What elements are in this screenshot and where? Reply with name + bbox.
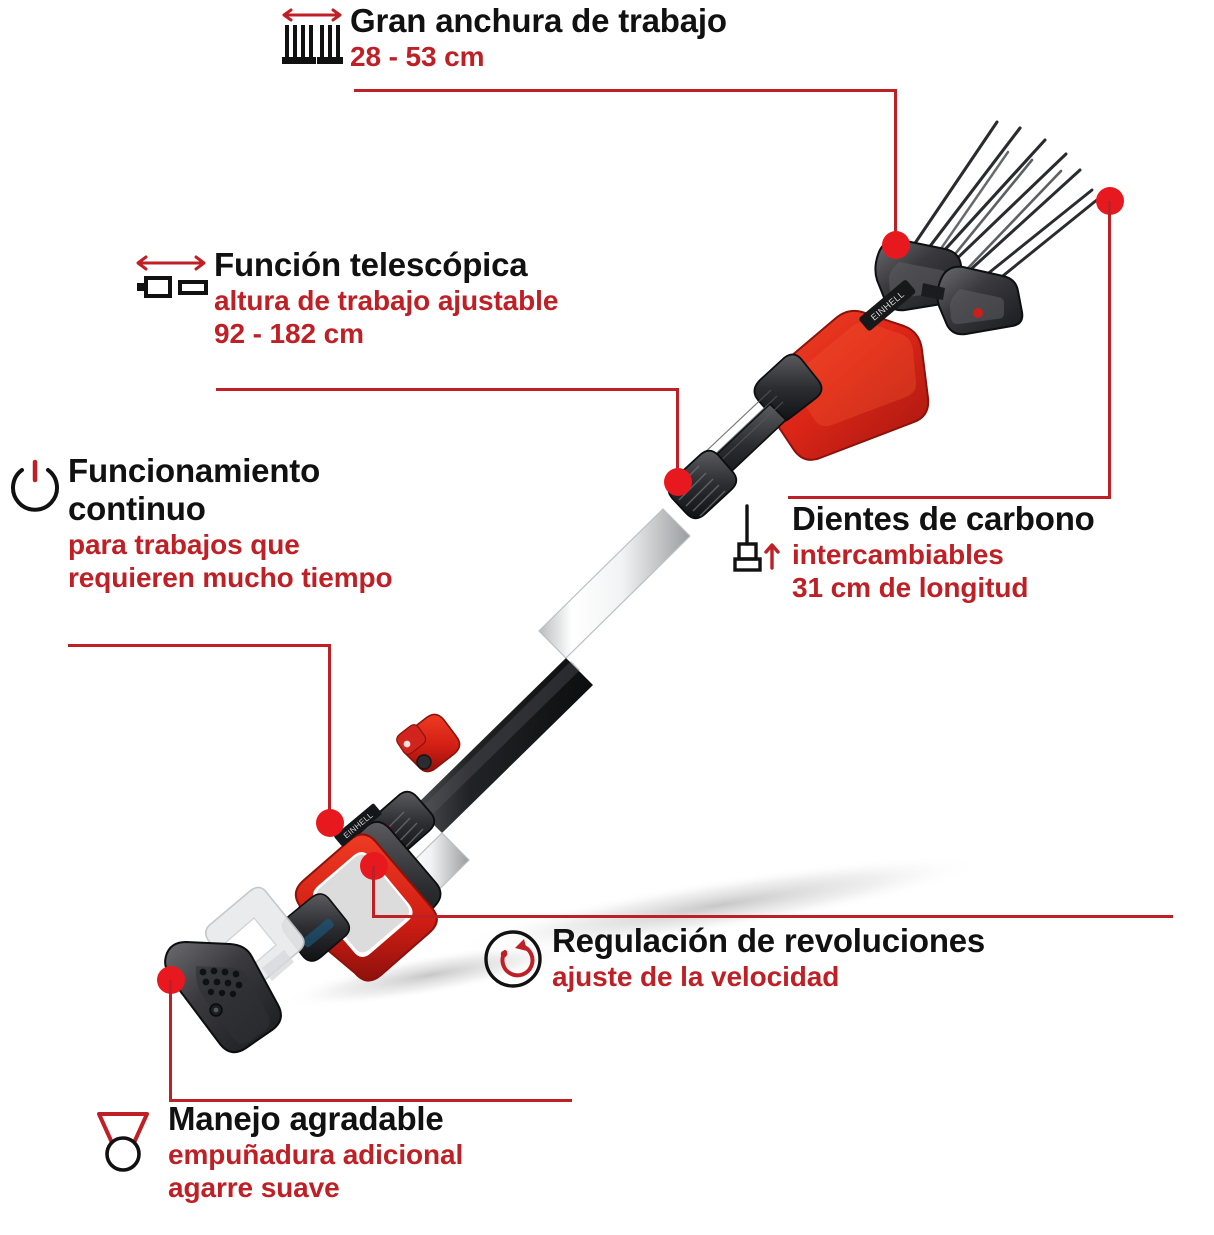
connector-line [169, 1099, 572, 1102]
callout-title-line1: Funcionamiento [68, 452, 321, 489]
callout-dot [664, 468, 692, 496]
svg-text:EINHELL: EINHELL [342, 810, 375, 840]
connector-line [894, 89, 897, 241]
connector-line [372, 866, 375, 917]
svg-text:EINHELL: EINHELL [869, 289, 906, 323]
power-icon [6, 452, 68, 522]
callout-title: Gran anchura de trabajo [350, 2, 727, 39]
connector-line [372, 915, 1173, 918]
callout-subtitle-2: agarre suave [168, 1172, 340, 1203]
callout-title: Función telescópica [214, 246, 528, 283]
connector-line [354, 89, 897, 92]
callout-working-width: Gran anchura de trabajo 28 - 53 cm [278, 2, 727, 73]
callout-dot [316, 809, 344, 837]
callout-subtitle-2: 31 cm de longitud [792, 572, 1029, 603]
callout-comfortable-handling: Manejo agradable empuñadura adicional ag… [90, 1100, 463, 1204]
connector-line [328, 644, 331, 817]
telescopic-icon [132, 246, 214, 304]
callout-title: Regulación de revoluciones [552, 922, 986, 959]
callout-continuous-operation: Funcionamiento continuo para trabajos qu… [6, 452, 393, 594]
pivot-joint [396, 713, 461, 773]
callout-subtitle: empuñadura adicional [168, 1139, 464, 1170]
callout-subtitle: 28 - 53 cm [350, 41, 485, 72]
connector-line [169, 980, 172, 1101]
callout-subtitle-2: 92 - 182 cm [214, 318, 364, 349]
callout-subtitle: altura de trabajo ajustable [214, 285, 559, 316]
callout-dot [882, 231, 910, 259]
callout-subtitle-2: requieren mucho tiempo [68, 562, 393, 593]
callout-speed-control: Regulación de revoluciones ajuste de la … [482, 922, 985, 993]
callout-subtitle: para trabajos que [68, 529, 300, 560]
auxiliary-grip [164, 940, 282, 1054]
connector-line [1108, 201, 1111, 499]
callout-carbon-teeth: Dientes de carbono intercambiables 31 cm… [730, 500, 1095, 604]
connector-line [788, 496, 1111, 499]
callout-telescopic: Función telescópica altura de trabajo aj… [132, 246, 558, 350]
rake-width-icon [278, 2, 350, 70]
motor-housing: EINHELL [753, 280, 930, 461]
rotation-icon [482, 922, 552, 992]
connector-line [68, 644, 331, 647]
battery-slot [204, 886, 305, 989]
callout-subtitle: intercambiables [792, 539, 1004, 570]
carbon-teeth [903, 120, 1105, 302]
callout-title-line2: continuo [68, 490, 206, 527]
tooth-length-icon [730, 500, 792, 574]
callout-subtitle: ajuste de la velocidad [552, 961, 840, 992]
connector-line [676, 388, 679, 476]
callout-title: Manejo agradable [168, 1100, 444, 1137]
main-handle: EINHELL [281, 803, 442, 982]
connector-line [216, 388, 679, 391]
main-shaft [383, 508, 691, 918]
lower-collar [363, 790, 436, 862]
callout-title: Dientes de carbono [792, 500, 1095, 537]
handle-grip-icon [90, 1100, 168, 1178]
